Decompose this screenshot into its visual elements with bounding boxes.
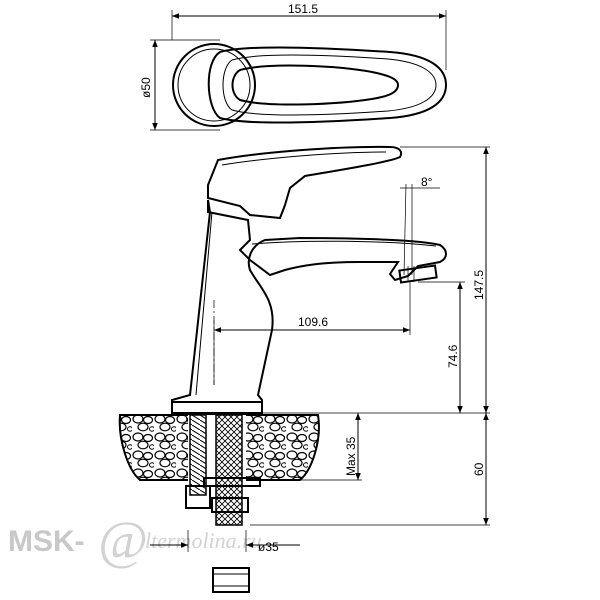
top-width-label: 151.5: [288, 2, 318, 16]
shank-length-label: 60: [472, 462, 486, 476]
top-body-circle: [172, 43, 256, 127]
lever-handle: [207, 145, 403, 220]
hose-nut: [211, 497, 249, 513]
top-diameter-label: ø50: [139, 77, 153, 98]
faucet-body: [171, 199, 447, 414]
side-view: [118, 145, 447, 593]
side-dimensions: 8° 109.6 74.6 147.5 Max 35 60 ø35: [150, 146, 490, 554]
top-handle-inner-grip: [231, 64, 400, 106]
washer: [203, 477, 261, 487]
spout-height-label: 74.6: [446, 344, 460, 368]
watermark-site: ltermolina.ru: [145, 528, 262, 553]
watermark: MSK- @ ltermolina.ru: [8, 510, 262, 570]
watermark-brand: MSK-: [8, 525, 85, 558]
watermark-at-symbol: @: [98, 510, 148, 570]
threaded-shank: [189, 414, 207, 496]
hole-diameter-label: ø35: [258, 540, 279, 554]
total-height-label: 147.5: [472, 270, 486, 300]
reach-label: 109.6: [298, 315, 328, 329]
angle-label: 8°: [421, 175, 433, 189]
top-view: 151.5 ø50: [139, 2, 448, 131]
hose-end-fitting: [212, 567, 250, 593]
aerator: [398, 264, 438, 284]
mounting-nut: [185, 485, 211, 509]
max-thickness-label: Max 35: [344, 436, 358, 476]
braided-hose: [215, 414, 243, 526]
top-handle-outline: [207, 46, 448, 124]
